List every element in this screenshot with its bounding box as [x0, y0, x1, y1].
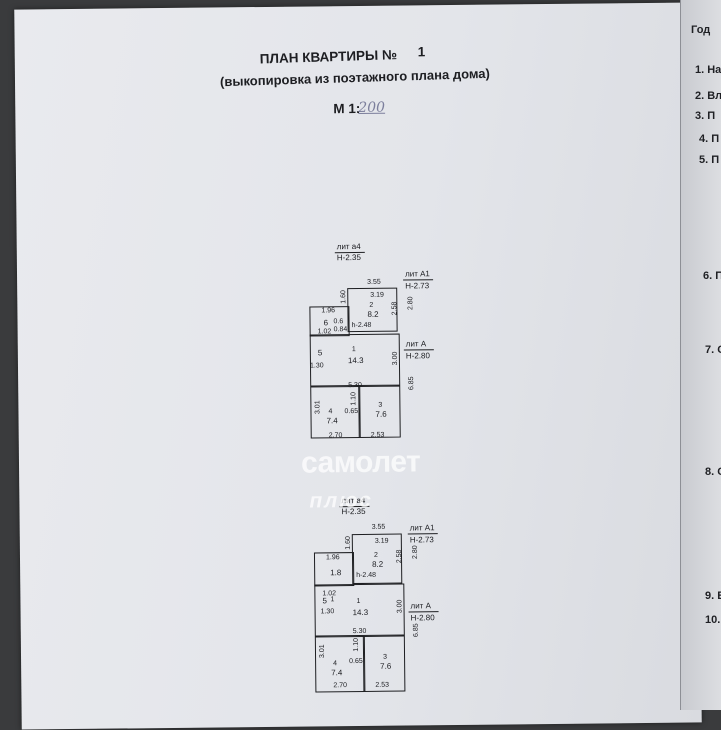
room-4-area-2: 7.4: [331, 668, 343, 678]
room-4-number: 4: [328, 408, 333, 416]
room-2-number: 2: [369, 301, 374, 309]
right-item-9: 9. В: [705, 590, 721, 602]
room-1-area: 14.3: [347, 355, 364, 366]
floorplan-top: лит а4 Н-2.35 лит А1 Н-2.73 3.55 3.19 1.…: [287, 241, 449, 453]
right-item-10: 10.: [705, 614, 721, 626]
right-item-4: 4. П: [699, 133, 720, 145]
right-item-7: 7. О: [705, 344, 721, 356]
height-a: Н-2.80: [405, 351, 430, 361]
room-1-area-2: 14.3: [352, 607, 369, 618]
watermark-line2: плюс: [309, 488, 373, 513]
document-page: ПЛАН КВАРТИРЫ № 1 (выкопировка из поэтаж…: [14, 2, 702, 730]
room-5-number: 5: [317, 348, 323, 358]
lit-a-label: лит А: [405, 339, 427, 349]
floorplan-bottom: лит а4 Н-2.35 лит А1 Н-2.73 3.55 3.19 1.…: [291, 495, 453, 702]
lit-a-label-2: лит А: [410, 601, 431, 611]
right-page-header: Год: [691, 24, 711, 36]
room-1-number: 1: [351, 346, 356, 354]
dim-355: 3.55: [367, 278, 381, 286]
scale-value: 200: [358, 99, 386, 116]
room-6-area: 0.6: [333, 318, 344, 326]
watermark-line1: самолет: [300, 445, 421, 480]
room-2-number-2: 2: [373, 551, 378, 559]
room-3-number: 3: [378, 401, 383, 409]
room-4-number-2: 4: [333, 660, 338, 668]
right-item-2: 2. Вл: [695, 90, 721, 102]
room-5-area-2: 1: [330, 596, 335, 604]
room-3-area: 7.6: [375, 409, 387, 419]
room-1-number-2: 1: [356, 597, 361, 606]
plan-title: ПЛАН КВАРТИРЫ №: [259, 47, 398, 67]
height-a1-2: Н-2.73: [409, 535, 434, 545]
dim-355-2: 3.55: [371, 523, 386, 531]
adjacent-page: Год 1. На 2. Вл 3. П 4. П 5. П 6. П 7. О…: [680, 0, 721, 710]
room-3-area-2: 7.6: [380, 661, 392, 671]
plan-subtitle: (выкопировка из поэтажного плана дома): [219, 65, 491, 90]
dim-685-2: 6.85: [412, 623, 420, 638]
dim-280-2: 2.80: [411, 545, 420, 560]
room-2-area: 8.2: [367, 309, 379, 319]
scale-label: М 1:: [333, 100, 361, 117]
lit-a1-label-2: лит А1: [409, 523, 435, 533]
lit-a1-label: лит А1: [404, 269, 430, 279]
room-5-number-2: 5: [322, 596, 327, 606]
right-item-6: 6. П: [703, 270, 721, 282]
right-item-3: 3. П: [695, 110, 716, 122]
room-2-area-2: 8.2: [372, 559, 384, 569]
dim-685: 6.85: [408, 376, 416, 391]
height-a4: Н-2.35: [336, 252, 361, 263]
right-item-8: 8. О: [705, 466, 721, 478]
dim-280: 2.80: [407, 296, 415, 311]
right-item-1: 1. На: [695, 64, 721, 76]
right-item-5: 5. П: [699, 154, 720, 166]
room-3-number-2: 3: [383, 653, 387, 661]
lit-a4-label: лит а4: [336, 241, 361, 252]
apartment-number: 1: [417, 44, 426, 60]
height-a1: Н-2.73: [405, 281, 430, 291]
room-6-number: 6: [323, 318, 329, 328]
height-a-2: Н-2.80: [410, 613, 435, 623]
room-4-area: 7.4: [326, 416, 338, 426]
